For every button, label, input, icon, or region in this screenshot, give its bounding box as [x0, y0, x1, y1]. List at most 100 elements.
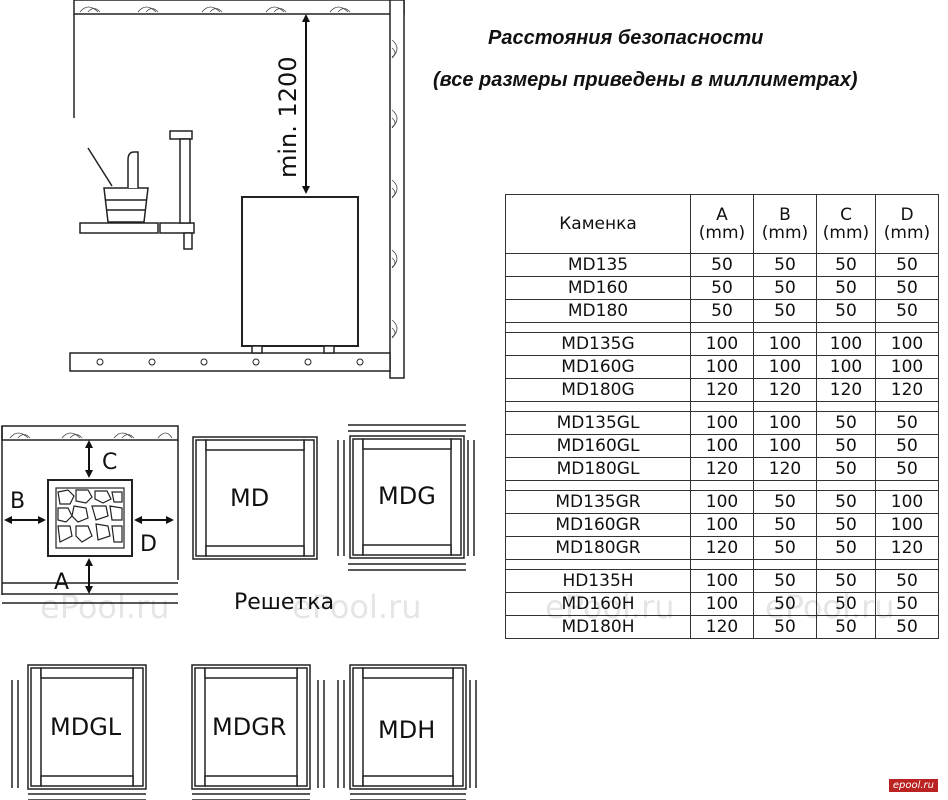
grille-mdgr-label: MDGR [212, 713, 286, 741]
distance-value-cell: 100 [690, 355, 754, 379]
distance-value-cell: 50 [816, 276, 876, 300]
distance-value-cell: 50 [875, 299, 939, 323]
distance-value-cell: 50 [753, 513, 817, 537]
heater-model-cell: MD135 [505, 253, 691, 277]
header-a: A (mm) [690, 194, 754, 254]
separator-cell [690, 322, 754, 333]
header-heater: Каменка [505, 194, 691, 254]
watermark: ePool.ru [765, 588, 895, 626]
distance-value-cell: 50 [875, 411, 939, 435]
distance-value-cell: 50 [690, 253, 754, 277]
distance-value-cell: 120 [816, 378, 876, 402]
distance-value-cell: 50 [753, 253, 817, 277]
distance-value-cell: 50 [816, 253, 876, 277]
watermark: ePool.ru [545, 588, 675, 626]
distance-value-cell: 50 [816, 592, 876, 616]
floor-boards [69, 352, 391, 372]
distance-value-cell: 50 [816, 434, 876, 458]
bench-shelf [79, 222, 195, 234]
grille-mdgl-label: MDGL [50, 713, 122, 741]
label-d: D [140, 532, 157, 557]
separator-cell [505, 559, 691, 570]
distance-value-cell: 50 [875, 434, 939, 458]
safety-distance-table: Каменка A (mm) B (mm) C (mm) D (mm) MD13… [505, 194, 939, 639]
side-view: min. 1200 [69, 0, 405, 379]
heater-model-cell: MD180GL [505, 457, 691, 481]
table-group-separator [505, 480, 939, 491]
heater-model-cell: MD160GR [505, 513, 691, 537]
distance-value-cell: 50 [753, 299, 817, 323]
distance-value-cell: 100 [875, 355, 939, 379]
ceiling-boards [73, 0, 405, 15]
separator-cell [875, 401, 939, 412]
sauna-bucket-icon [87, 147, 149, 223]
heater-model-cell: MD160H [505, 592, 691, 616]
distance-value-cell: 50 [816, 411, 876, 435]
heater-model-cell: MD180H [505, 615, 691, 639]
grille-md-label: MD [230, 484, 269, 512]
table-group-separator [505, 401, 939, 412]
grille-md [192, 436, 318, 560]
distance-value-cell: 100 [690, 513, 754, 537]
label-c: C [102, 450, 117, 475]
distance-value-cell: 120 [753, 378, 817, 402]
stones-icon [55, 487, 125, 549]
separator-cell [875, 480, 939, 491]
table-group-separator [505, 322, 939, 333]
distance-value-cell: 50 [816, 457, 876, 481]
distance-value-cell: 50 [875, 253, 939, 277]
heater-model-cell: MD180 [505, 299, 691, 323]
heater-model-cell: MD160 [505, 276, 691, 300]
right-wall-boards [389, 0, 405, 379]
sauna-heater [241, 196, 359, 354]
heater-model-cell: MD160G [505, 355, 691, 379]
grille-mdgl [11, 664, 147, 800]
separator-cell [875, 559, 939, 570]
distance-value-cell: 50 [875, 457, 939, 481]
distance-value-cell: 100 [690, 434, 754, 458]
separator-cell [816, 480, 876, 491]
separator-cell [505, 480, 691, 491]
table-header-row: Каменка A (mm) B (mm) C (mm) D (mm) [505, 194, 939, 254]
heater-model-cell: MD135G [505, 332, 691, 356]
distance-value-cell: 50 [753, 536, 817, 560]
heater-model-cell: MD180GR [505, 536, 691, 560]
distance-value-cell: 100 [875, 490, 939, 514]
distance-value-cell: 50 [816, 490, 876, 514]
distance-value-cell: 100 [690, 569, 754, 593]
watermark: ePool.ru [292, 588, 422, 626]
separator-cell [875, 322, 939, 333]
separator-cell [505, 322, 691, 333]
grille-mdg [337, 424, 475, 571]
distance-value-cell: 100 [816, 332, 876, 356]
distance-value-cell: 120 [690, 457, 754, 481]
header-d: D (mm) [875, 194, 939, 254]
separator-cell [753, 480, 817, 491]
grille-mdgr [191, 664, 325, 800]
separator-cell [690, 559, 754, 570]
top-view: C A B D Решетка [1, 425, 334, 615]
distance-value-cell: 100 [753, 411, 817, 435]
separator-cell [816, 322, 876, 333]
distance-value-cell: 50 [875, 276, 939, 300]
distance-value-cell: 120 [690, 378, 754, 402]
grille-mdh [337, 664, 477, 800]
watermark: ePool.ru [40, 588, 170, 626]
separator-cell [505, 401, 691, 412]
backrest [169, 130, 193, 250]
distance-value-cell: 50 [690, 276, 754, 300]
distance-value-cell: 100 [690, 592, 754, 616]
label-a: A [54, 570, 69, 595]
distance-value-cell: 100 [753, 355, 817, 379]
